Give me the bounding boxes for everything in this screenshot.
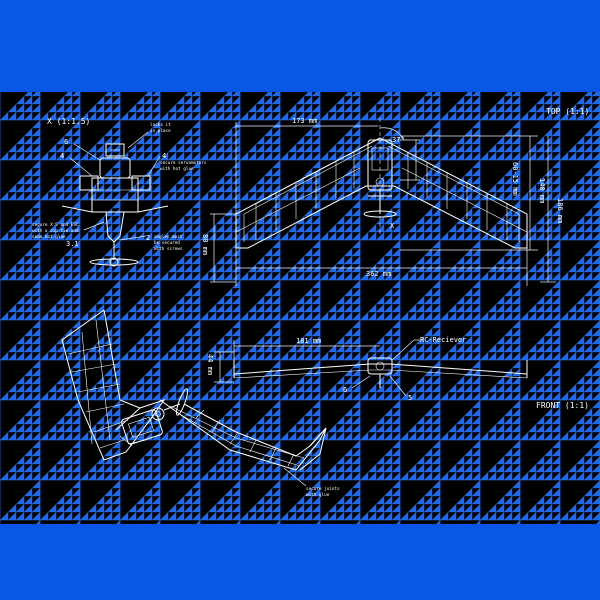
view-label-top: TOP (1:1) xyxy=(546,107,589,116)
side-callout-3-1: 3.1 xyxy=(66,240,79,248)
front-callout-6: 6 xyxy=(343,386,347,394)
side-note-screws: angles must be secured with screws xyxy=(154,234,185,252)
top-section-marker: X xyxy=(390,222,395,230)
side-note-servo: secure servomotors with hot glue xyxy=(160,160,209,172)
front-height-label: 44 mm xyxy=(206,354,214,375)
front-half-span-label: 181 mm xyxy=(296,337,321,345)
iso-note-glue: secure joints with glue xyxy=(306,486,342,498)
side-note-esc: secure X'S and ESC with a zip tie and se… xyxy=(32,222,81,240)
top-motor-offset-label: 60-15 mm xyxy=(511,162,519,196)
top-tip-chord-label: 80 mm xyxy=(201,234,209,255)
view-label-side: X (1:1.5) xyxy=(47,117,90,126)
side-note-nut: locks it in place xyxy=(150,122,173,134)
side-callout-6: 6 xyxy=(64,138,68,146)
side-callout-4-left: 4 xyxy=(60,152,64,160)
top-half-span-label: 173 mm xyxy=(292,117,317,125)
iso-view: secure joints with glue xyxy=(61,309,342,498)
front-callout-5: 5 xyxy=(408,394,412,402)
side-callout-2: 2 xyxy=(146,234,150,242)
top-center-height-label: 140 mm xyxy=(538,178,546,203)
top-angle-label: 37° xyxy=(392,136,405,144)
top-view: 173 mm 37° X xyxy=(201,117,564,286)
side-view: 6 4 4 3.1 2 locks it in place secure ser… xyxy=(32,122,209,267)
front-receiver-label: RC-Reciever xyxy=(420,336,466,344)
blueprint-grid xyxy=(0,92,600,524)
view-label-front: FRONT (1:1) xyxy=(536,401,589,410)
top-total-span-label: 362 mm xyxy=(366,270,391,278)
top-root-chord-label: 186 mm xyxy=(556,198,564,223)
front-view: 181 mm 44 mm RC-Reciever 6 5 xyxy=(206,336,528,402)
side-callout-4-right: 4 xyxy=(162,152,166,160)
